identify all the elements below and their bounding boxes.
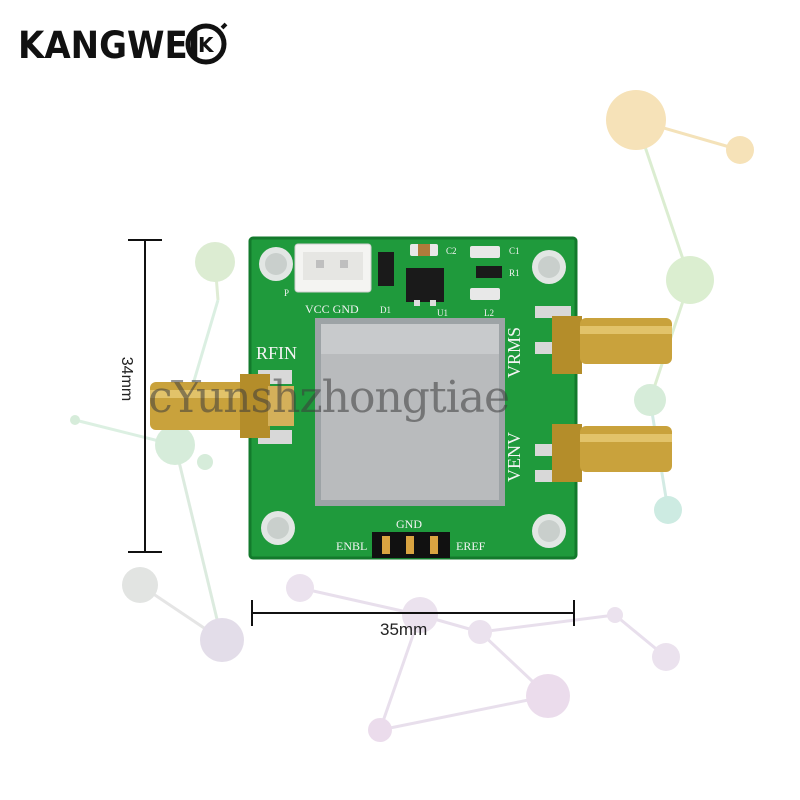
sma-connector-input: [150, 374, 294, 438]
height-dimension-line: [128, 239, 162, 553]
sma-connector-vrms: [552, 316, 672, 374]
label-c1: C1: [509, 246, 520, 256]
label-d1: D1: [380, 305, 391, 315]
label-r1: R1: [509, 268, 520, 278]
label-rfin: RFIN: [256, 343, 297, 363]
brand-logo-text: KANGWEI: [18, 24, 201, 68]
rf-shield: [315, 318, 505, 506]
mounting-holes: [259, 247, 566, 548]
label-vrms: VRMS: [504, 327, 524, 378]
brand-logo-mark-letter: K: [198, 33, 215, 57]
height-dimension-label: 34mm: [118, 356, 136, 402]
pcb-board: [248, 236, 578, 560]
label-u1: U1: [437, 308, 448, 318]
width-dimension-line: [251, 600, 575, 626]
width-dimension-label: 35mm: [380, 620, 428, 639]
brand-logo-mark-icon: K: [185, 22, 228, 65]
label-venv: VENV: [504, 432, 524, 482]
label-l2: L2: [484, 308, 494, 318]
label-vcc-gnd: VCC GND: [305, 302, 359, 316]
label-p: P: [284, 288, 289, 298]
label-c2: C2: [446, 246, 457, 256]
smd-components: [378, 244, 502, 306]
label-gnd: GND: [396, 517, 422, 531]
label-enbl: ENBL: [336, 539, 367, 553]
label-eref: EREF: [456, 539, 486, 553]
sma-connector-venv: [552, 424, 672, 482]
power-connector: [294, 243, 372, 293]
pin-header: [372, 532, 450, 558]
watermark-text: cYunshzhongtiae: [148, 372, 510, 423]
